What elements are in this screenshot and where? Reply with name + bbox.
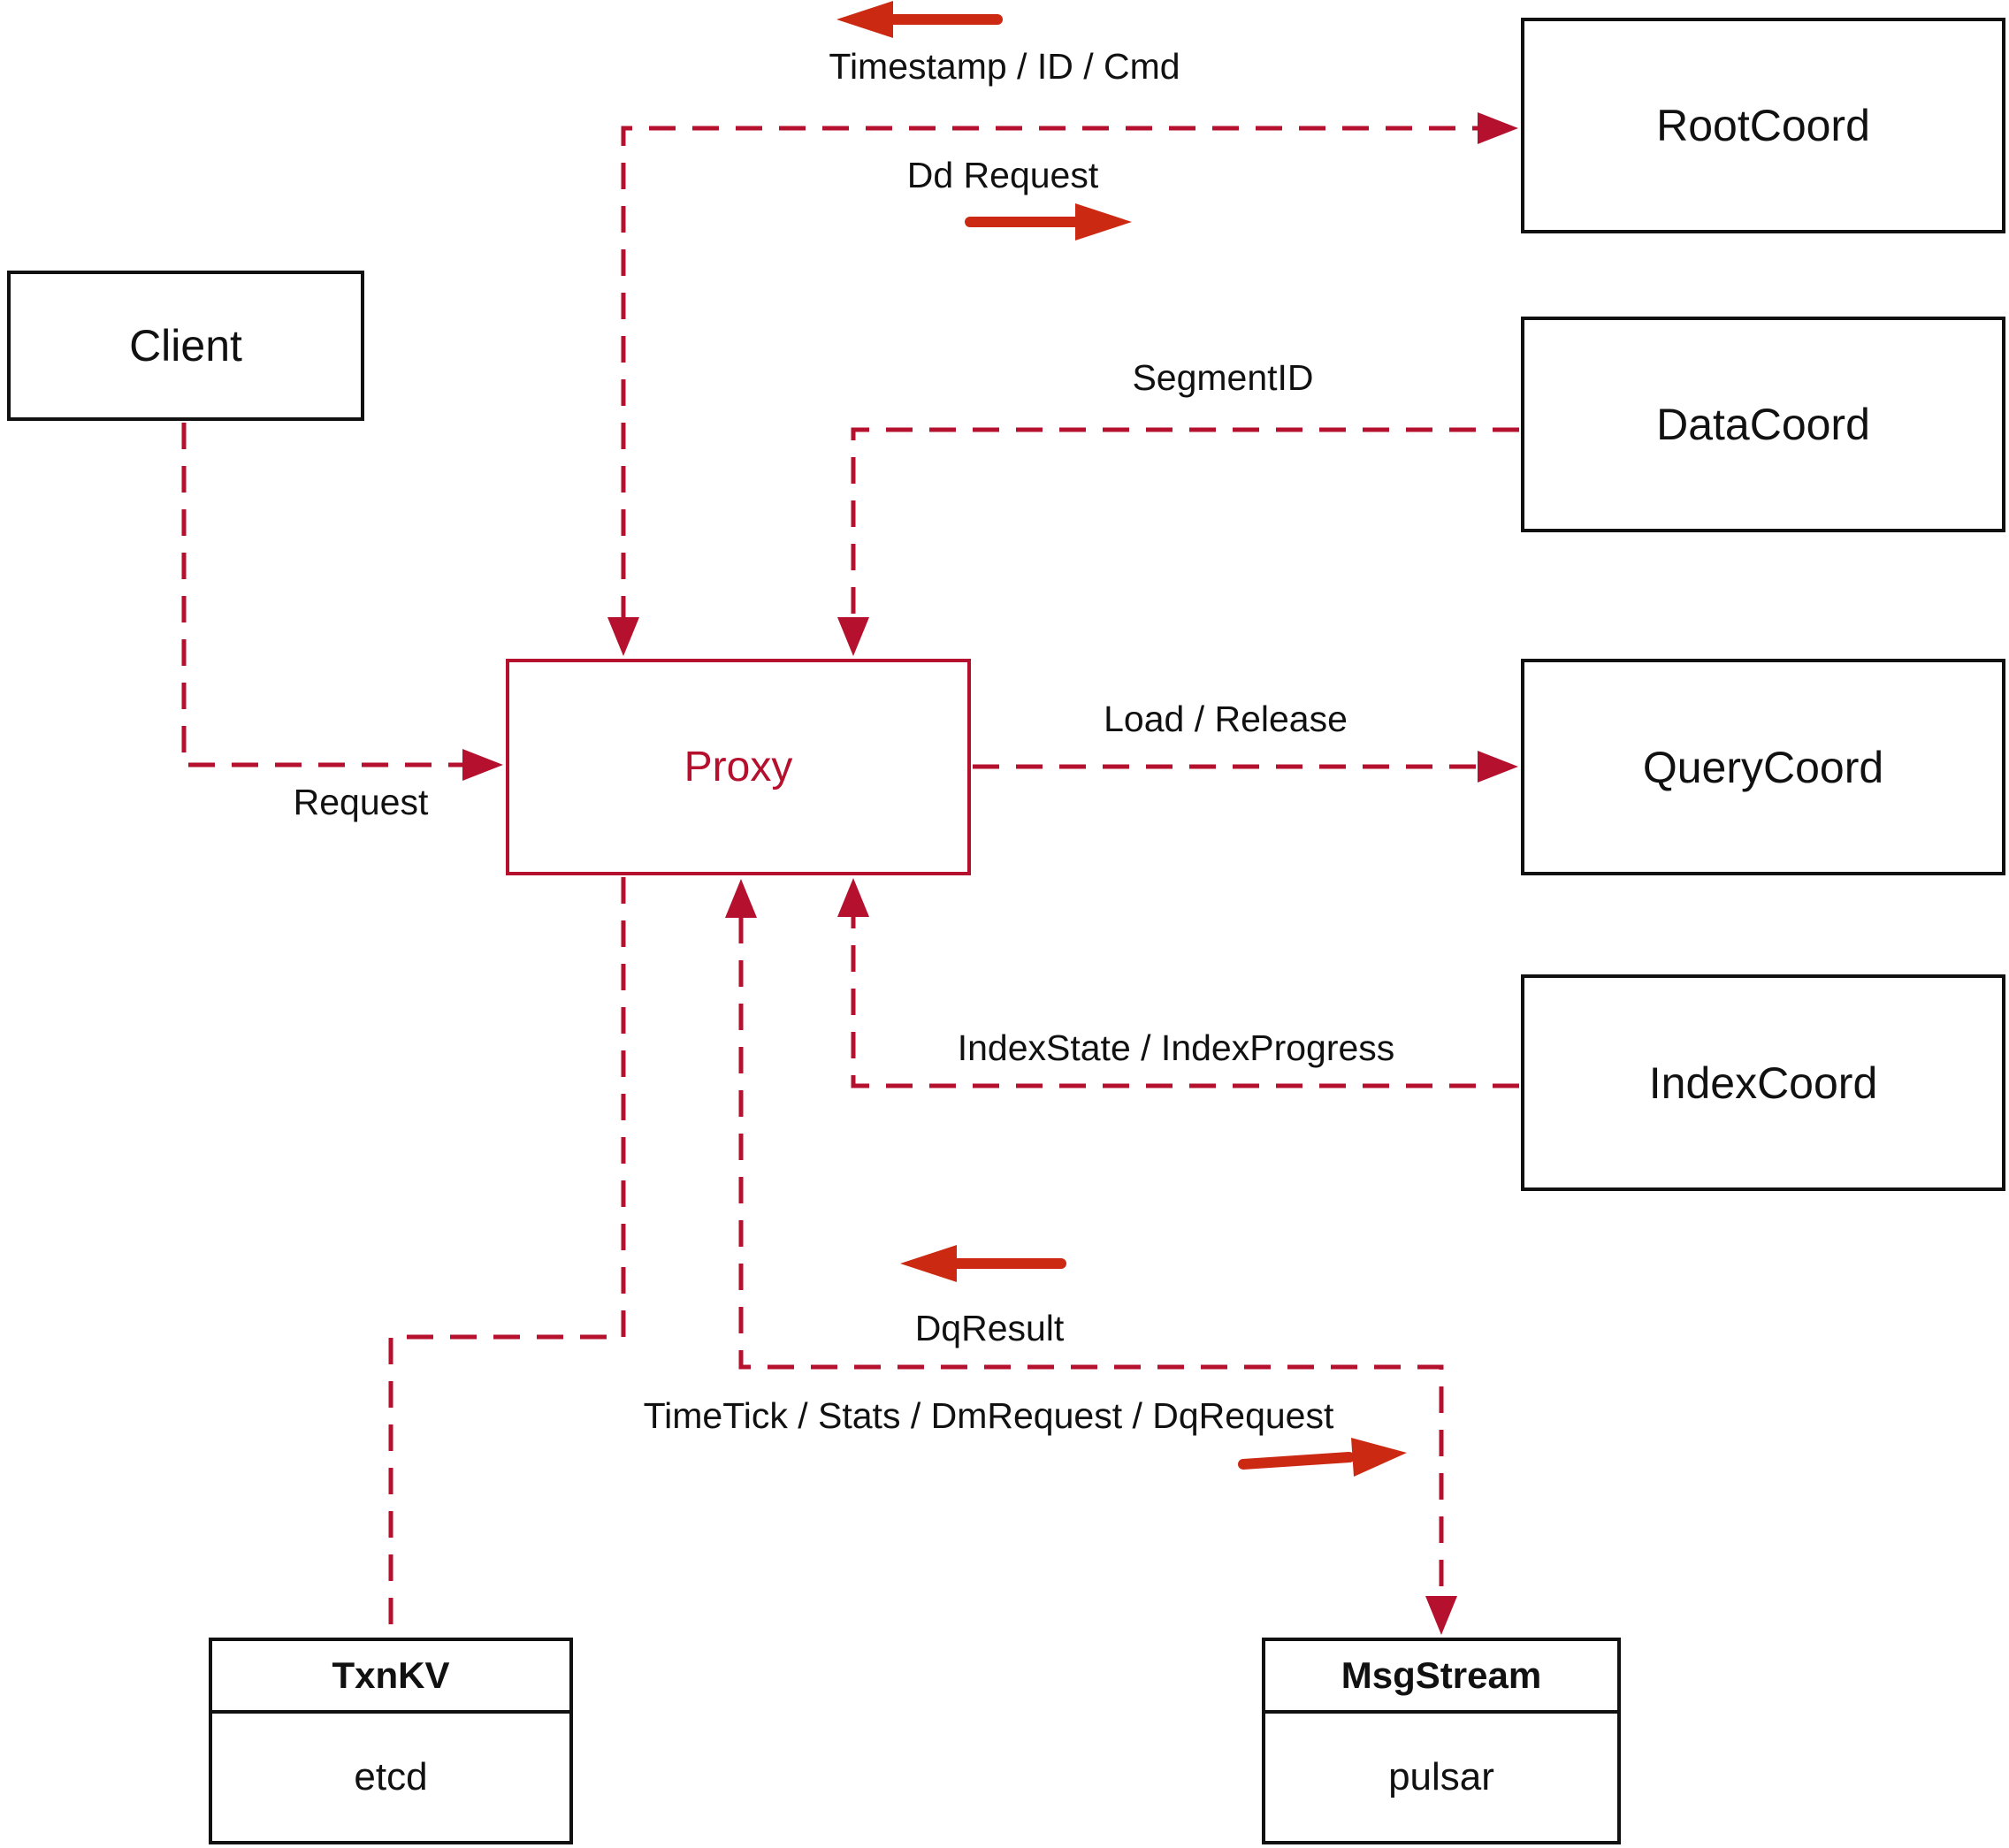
edge-label-dq-result: DqResult [914,1308,1065,1348]
direction-arrow-right-timetick [1238,1438,1407,1477]
direction-arrow-left-timestamp [836,1,1003,38]
node-rootcoord: RootCoord [1521,18,2005,233]
edge-proxy-rootcoord [621,126,1480,622]
node-msgstream: MsgStream pulsar [1262,1638,1621,1844]
arrowhead-into-rootcoord [1478,112,1518,144]
edge-label-timestamp-id-cmd: Timestamp / ID / Cmd [829,46,1180,87]
node-client: Client [7,271,364,421]
edge-datacoord-proxy [851,427,1519,617]
edge-label-index-state-progress: IndexState / IndexProgress [957,1027,1395,1068]
node-txnkv-title: TxnKV [212,1641,569,1714]
node-msgstream-title: MsgStream [1265,1641,1617,1714]
arrowhead-into-msgstream [1425,1596,1457,1635]
edge-label-segment-id: SegmentID [1132,357,1314,398]
node-proxy-label: Proxy [684,744,793,790]
arrowhead-into-querycoord [1478,751,1518,783]
node-proxy: Proxy [506,659,971,875]
edge-proxy-msgstream [738,917,1444,1595]
arrowhead-into-proxy-top-right [837,617,869,656]
direction-arrow-right-dd-request [965,203,1132,241]
edge-label-load-release: Load / Release [1104,699,1348,739]
node-indexcoord: IndexCoord [1521,974,2005,1191]
edge-indexcoord-proxy [851,916,1519,1088]
arrowhead-into-proxy-left [462,749,503,781]
node-txnkv-subtitle: etcd [354,1755,428,1798]
node-txnkv: TxnKV etcd [209,1638,573,1844]
node-querycoord: QueryCoord [1521,659,2005,875]
node-indexcoord-label: IndexCoord [1648,1058,1878,1108]
arrowhead-into-proxy-bottom-left [725,879,757,918]
direction-arrow-left-dq-result [900,1245,1066,1282]
arrowhead-into-proxy-top-left [607,617,639,656]
edge-label-timetick-stats-dm-dq: TimeTick / Stats / DmRequest / DqRequest [643,1395,1334,1436]
arrowhead-into-proxy-bottom-right [837,878,869,917]
edge-label-request: Request [293,782,429,822]
edge-proxy-txnkv [388,877,626,1636]
node-querycoord-label: QueryCoord [1642,742,1884,792]
node-msgstream-subtitle: pulsar [1388,1755,1494,1798]
node-datacoord-label: DataCoord [1656,400,1870,449]
node-rootcoord-label: RootCoord [1656,101,1870,150]
edge-label-dd-request: Dd Request [906,155,1099,195]
edge-client-proxy [181,423,463,767]
node-client-label: Client [129,321,242,370]
node-datacoord: DataCoord [1521,317,2005,532]
